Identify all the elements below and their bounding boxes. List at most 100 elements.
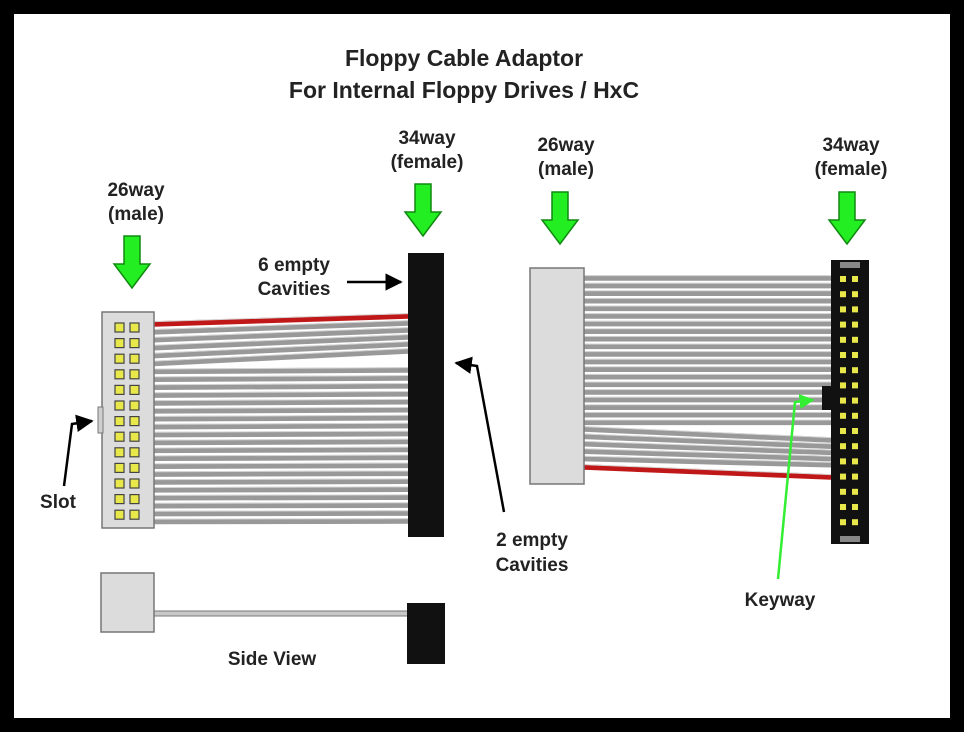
pin (114, 322, 125, 333)
pin (840, 488, 846, 495)
ribbon-wire (153, 494, 409, 501)
ribbon-wire (153, 454, 409, 462)
ribbon-wire (153, 422, 409, 430)
six-empty-label: 6 empty (258, 255, 330, 276)
ribbon-wire-highlight (583, 433, 832, 445)
ribbon-wire-highlight (583, 426, 832, 439)
ribbon-wire (153, 438, 409, 446)
right-34way-top-tab (840, 262, 860, 268)
pin (114, 369, 125, 380)
ribbon-wire-highlight (153, 486, 409, 488)
pin (852, 352, 858, 358)
pin (129, 416, 140, 427)
pin (852, 321, 858, 328)
pin (840, 443, 846, 450)
pin (840, 458, 846, 465)
left-34way-arrow (403, 183, 443, 238)
left-ribbon-cable (153, 313, 409, 525)
pin (852, 382, 858, 389)
right-34way-arrow (827, 191, 867, 246)
pin (852, 488, 858, 495)
right-34way-bottom-tab (840, 536, 860, 542)
ribbon-wire-highlight (153, 438, 409, 441)
pin (129, 353, 140, 364)
ribbon-wire-highlight (153, 327, 409, 338)
keyway-label: Keyway (745, 590, 816, 611)
pin (840, 504, 846, 510)
left-26way-label: 26way (107, 180, 164, 201)
two-empty-arrow (454, 356, 506, 513)
ribbon-wire-highlight (153, 414, 409, 417)
ribbon-wire (153, 414, 409, 422)
ribbon-wire (153, 399, 409, 406)
ribbon-wire-highlight (153, 446, 409, 449)
pin (840, 519, 846, 526)
pin (840, 306, 846, 313)
pin (840, 321, 846, 328)
pin (852, 397, 858, 404)
ribbon-wire-highlight (153, 494, 409, 496)
pin (852, 412, 858, 419)
pin (852, 306, 858, 313)
ribbon-wire-highlight (153, 334, 409, 346)
pin (840, 336, 846, 343)
ribbon-wire-highlight (153, 320, 409, 330)
pin (129, 369, 140, 380)
ribbon-wire (153, 486, 409, 493)
pin (129, 400, 140, 411)
ribbon-wire-highlight (153, 406, 409, 409)
ribbon-wire (153, 367, 409, 375)
right-26way-arrow (540, 191, 580, 246)
pin (114, 478, 125, 489)
left-34way-label: 34way (398, 128, 455, 149)
ribbon-wire (583, 464, 832, 480)
right-34way-keyway (822, 386, 832, 410)
ribbon-wire (153, 334, 409, 351)
pin (840, 473, 846, 480)
title-line-1: Floppy Cable Adaptor (345, 45, 583, 71)
ribbon-wire (153, 341, 409, 359)
ribbon-wire-highlight (153, 470, 409, 473)
slot-arrow (62, 414, 94, 487)
pin (840, 291, 846, 298)
ribbon-wire-highlight (153, 375, 409, 378)
two-empty-label: 2 empty (496, 530, 568, 551)
side-view-26way (100, 572, 155, 633)
left-26way-gender-label: (male) (108, 204, 164, 225)
left-26way-connector (101, 311, 155, 529)
right-34way-label: 34way (822, 135, 879, 156)
right-26way-gender-label: (male) (538, 159, 594, 180)
pin (114, 447, 125, 458)
pin (114, 338, 125, 349)
right-34way-gender-label: (female) (815, 159, 888, 180)
ribbon-wire (153, 446, 409, 454)
pin (840, 382, 846, 389)
ribbon-wire-highlight (153, 430, 409, 433)
ribbon-wire-highlight (153, 502, 409, 504)
ribbon-wire (153, 407, 409, 414)
ribbon-wire-highlight (153, 390, 409, 394)
ribbon-wire-highlight (153, 313, 409, 323)
right-ribbon-cable (583, 275, 832, 480)
pin (129, 447, 140, 458)
ribbon-wire-highlight (583, 464, 832, 476)
left-34way-connector (408, 253, 444, 537)
pin (129, 478, 140, 489)
left-34way-gender-label: (female) (391, 152, 464, 173)
ribbon-wire-highlight (153, 367, 409, 370)
pin (129, 462, 140, 473)
pin (840, 276, 846, 282)
ribbon-wire (153, 470, 409, 477)
pin (114, 494, 125, 505)
ribbon-wire (153, 320, 409, 335)
pin (129, 322, 140, 333)
slot-label: Slot (40, 492, 77, 513)
keyway-arrow (776, 394, 815, 580)
ribbon-wire-highlight (153, 341, 409, 354)
left-assembly: 26way (male) 34way (female) 6 empty Cavi… (40, 128, 568, 576)
side-view-label: Side View (228, 649, 317, 670)
ribbon-wire (153, 462, 409, 469)
six-empty-label-line-2: Cavities (258, 279, 331, 300)
ribbon-wire (153, 502, 409, 509)
pin (840, 352, 846, 358)
